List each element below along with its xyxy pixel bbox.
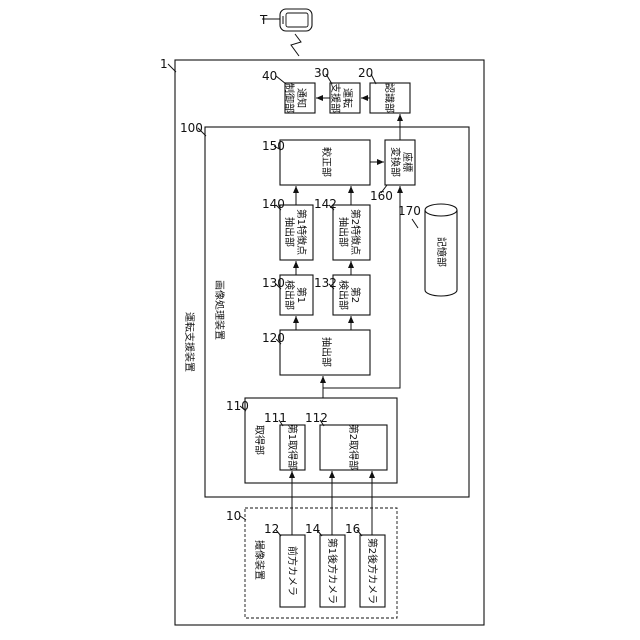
system-name: 運転支援装置 (183, 312, 196, 372)
ref-150: 150 (262, 139, 285, 153)
ref-100: 100 (180, 121, 203, 135)
first-rear-camera-label: 第1後方カメラ (326, 538, 339, 604)
ref-30: 30 (314, 66, 329, 80)
ref-10: 10 (226, 509, 241, 523)
acquisition-label: 取得部 (253, 425, 266, 455)
second-feature-extractor-label-2: 抽出部 (337, 217, 350, 247)
ref-120: 120 (262, 331, 285, 345)
ref-16: 16 (345, 522, 360, 536)
coordinate-conversion-label-2: 変換部 (389, 147, 402, 177)
storage-label: 記憶部 (435, 237, 448, 267)
second-detector-label-1: 第2 (349, 287, 362, 303)
first-acquisition-label: 第1取得部 (286, 424, 299, 470)
wireless-signal-icon (291, 34, 301, 56)
calibration-label: 較正部 (320, 147, 333, 177)
ref-140: 140 (262, 197, 285, 211)
phone-ref: T (259, 13, 268, 27)
second-acquisition-label: 第2取得部 (347, 424, 360, 470)
second-rear-camera-label: 第2後方カメラ (366, 538, 379, 604)
driving-support-label-2: 支援部 (329, 83, 342, 113)
coordinate-conversion-label-1: 座標 (401, 152, 414, 172)
driving-support-label-1: 運転 (341, 88, 353, 108)
extraction-label: 抽出部 (320, 337, 333, 367)
first-detector-label-2: 検出部 (283, 280, 296, 310)
ref-20: 20 (358, 66, 373, 80)
notify-control-label-1: 通知 (295, 88, 308, 108)
imaging-device-label: 撮像装置 (253, 540, 266, 580)
smartphone-icon (280, 9, 312, 31)
first-detector-label-1: 第1 (295, 287, 308, 303)
ref-12: 12 (264, 522, 279, 536)
system-ref: 1 (160, 57, 168, 71)
first-feature-extractor-label-2: 抽出部 (283, 217, 296, 247)
notify-control-label-2: 制御部 (283, 83, 296, 113)
second-feature-extractor-label-1: 第2特徴点 (349, 209, 362, 255)
first-feature-extractor-label-1: 第1特徴点 (295, 209, 308, 255)
ref-170: 170 (398, 204, 421, 218)
ref-160: 160 (370, 189, 393, 203)
second-detector-label-2: 検出部 (337, 280, 350, 310)
recognition-label: 認識部 (383, 83, 396, 113)
image-processing-label: 画像処理装置 (213, 280, 226, 340)
ref-130: 130 (262, 276, 285, 290)
front-camera-label: 前方カメラ (286, 546, 299, 596)
ref-40: 40 (262, 69, 277, 83)
ref-14: 14 (305, 522, 320, 536)
ref-111: 111 (264, 411, 287, 425)
ref-112: 112 (305, 411, 328, 425)
